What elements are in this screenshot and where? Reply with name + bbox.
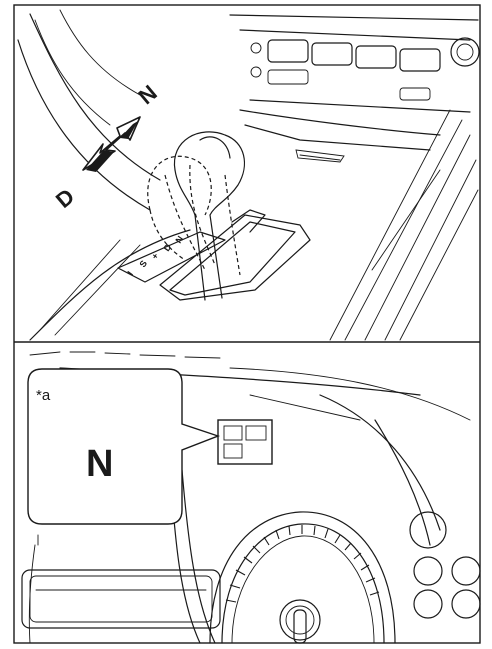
- indicator-lamp: [218, 420, 272, 464]
- callout-tag: *a: [36, 387, 51, 404]
- figure-frame: [14, 5, 480, 643]
- callout-indicator: N: [86, 443, 113, 485]
